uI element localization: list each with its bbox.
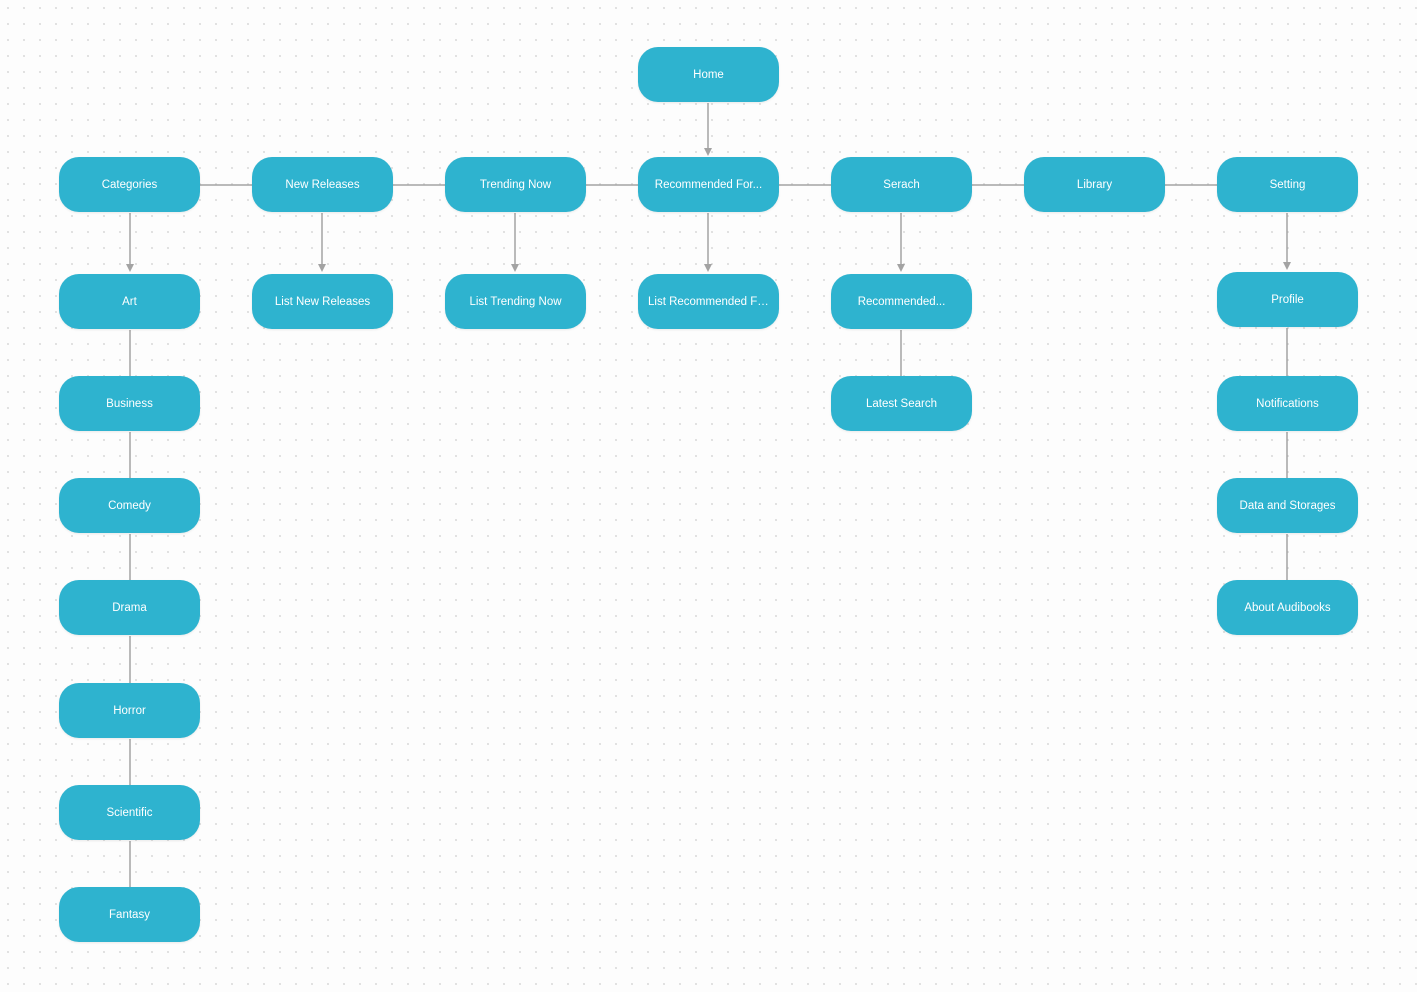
node-list-trending-now-label: List Trending Now	[469, 295, 562, 308]
node-about-audibooks-label: About Audibooks	[1244, 601, 1331, 614]
node-recommended-for-label: Recommended For...	[654, 178, 763, 191]
node-business-label: Business	[106, 397, 153, 410]
node-about-audibooks[interactable]: About Audibooks	[1217, 580, 1358, 635]
node-fantasy[interactable]: Fantasy	[59, 887, 200, 942]
node-comedy[interactable]: Comedy	[59, 478, 200, 533]
node-fantasy-label: Fantasy	[109, 908, 150, 921]
node-search-recommended-label: Recommended...	[857, 295, 946, 308]
node-art-label: Art	[122, 295, 137, 308]
node-latest-search[interactable]: Latest Search	[831, 376, 972, 431]
node-library[interactable]: Library	[1024, 157, 1165, 212]
node-scientific-label: Scientific	[106, 806, 153, 819]
node-comedy-label: Comedy	[108, 499, 151, 512]
node-data-and-storages-label: Data and Storages	[1239, 499, 1336, 512]
node-categories-label: Categories	[101, 178, 158, 191]
node-list-recommended-for[interactable]: List Recommended For...	[638, 274, 779, 329]
node-business[interactable]: Business	[59, 376, 200, 431]
node-profile[interactable]: Profile	[1217, 272, 1358, 327]
node-home[interactable]: Home	[638, 47, 779, 102]
node-notifications[interactable]: Notifications	[1217, 376, 1358, 431]
node-notifications-label: Notifications	[1256, 397, 1319, 410]
node-trending-now[interactable]: Trending Now	[445, 157, 586, 212]
node-latest-search-label: Latest Search	[866, 397, 937, 410]
node-categories[interactable]: Categories	[59, 157, 200, 212]
node-horror[interactable]: Horror	[59, 683, 200, 738]
node-search-recommended[interactable]: Recommended...	[831, 274, 972, 329]
node-trending-now-label: Trending Now	[479, 178, 552, 191]
node-setting-label: Setting	[1269, 178, 1306, 191]
node-drama[interactable]: Drama	[59, 580, 200, 635]
node-list-new-releases[interactable]: List New Releases	[252, 274, 393, 329]
node-setting[interactable]: Setting	[1217, 157, 1358, 212]
node-new-releases-label: New Releases	[285, 178, 360, 191]
node-recommended-for[interactable]: Recommended For...	[638, 157, 779, 212]
node-home-label: Home	[693, 68, 724, 81]
node-art[interactable]: Art	[59, 274, 200, 329]
node-library-label: Library	[1076, 178, 1113, 191]
node-drama-label: Drama	[112, 601, 147, 614]
node-search-label: Serach	[883, 178, 920, 191]
node-profile-label: Profile	[1271, 293, 1304, 306]
node-search[interactable]: Serach	[831, 157, 972, 212]
node-list-recommended-for-label: List Recommended For...	[648, 295, 769, 308]
node-scientific[interactable]: Scientific	[59, 785, 200, 840]
node-list-new-releases-label: List New Releases	[274, 295, 371, 308]
node-horror-label: Horror	[113, 704, 146, 717]
node-data-and-storages[interactable]: Data and Storages	[1217, 478, 1358, 533]
node-new-releases[interactable]: New Releases	[252, 157, 393, 212]
node-list-trending-now[interactable]: List Trending Now	[445, 274, 586, 329]
